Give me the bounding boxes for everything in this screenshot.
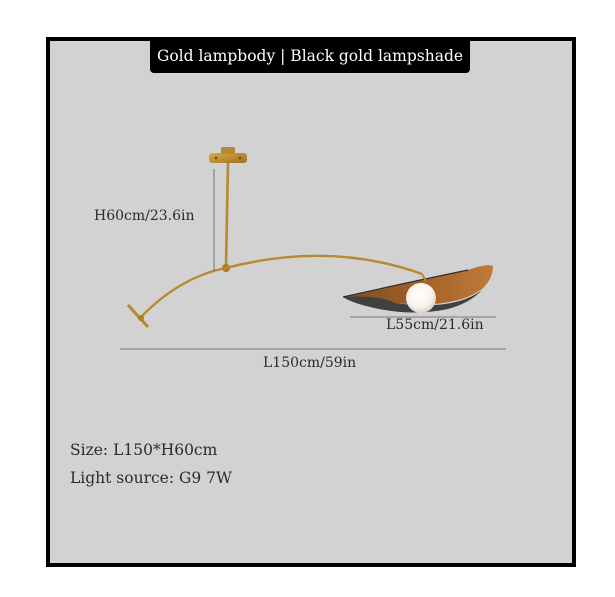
arc-arm — [140, 254, 423, 318]
spec-size: Size: L150*H60cm — [70, 441, 218, 459]
ceiling-canopy — [209, 147, 247, 163]
spec-light-source: Light source: G9 7W — [70, 469, 232, 487]
height-label: H60cm/23.6in — [94, 208, 195, 224]
product-panel: Gold lampbody | Black gold lampshade — [50, 41, 572, 563]
shade-length-label: L55cm/21.6in — [386, 317, 484, 333]
light-bulb — [406, 283, 436, 313]
pendant-lamp-illustration — [120, 147, 506, 350]
total-length-label: L150cm/59in — [263, 355, 357, 371]
arm-end-cap — [126, 303, 150, 329]
down-rod — [224, 162, 230, 267]
product-title: Gold lampbody | Black gold lampshade — [150, 41, 470, 73]
